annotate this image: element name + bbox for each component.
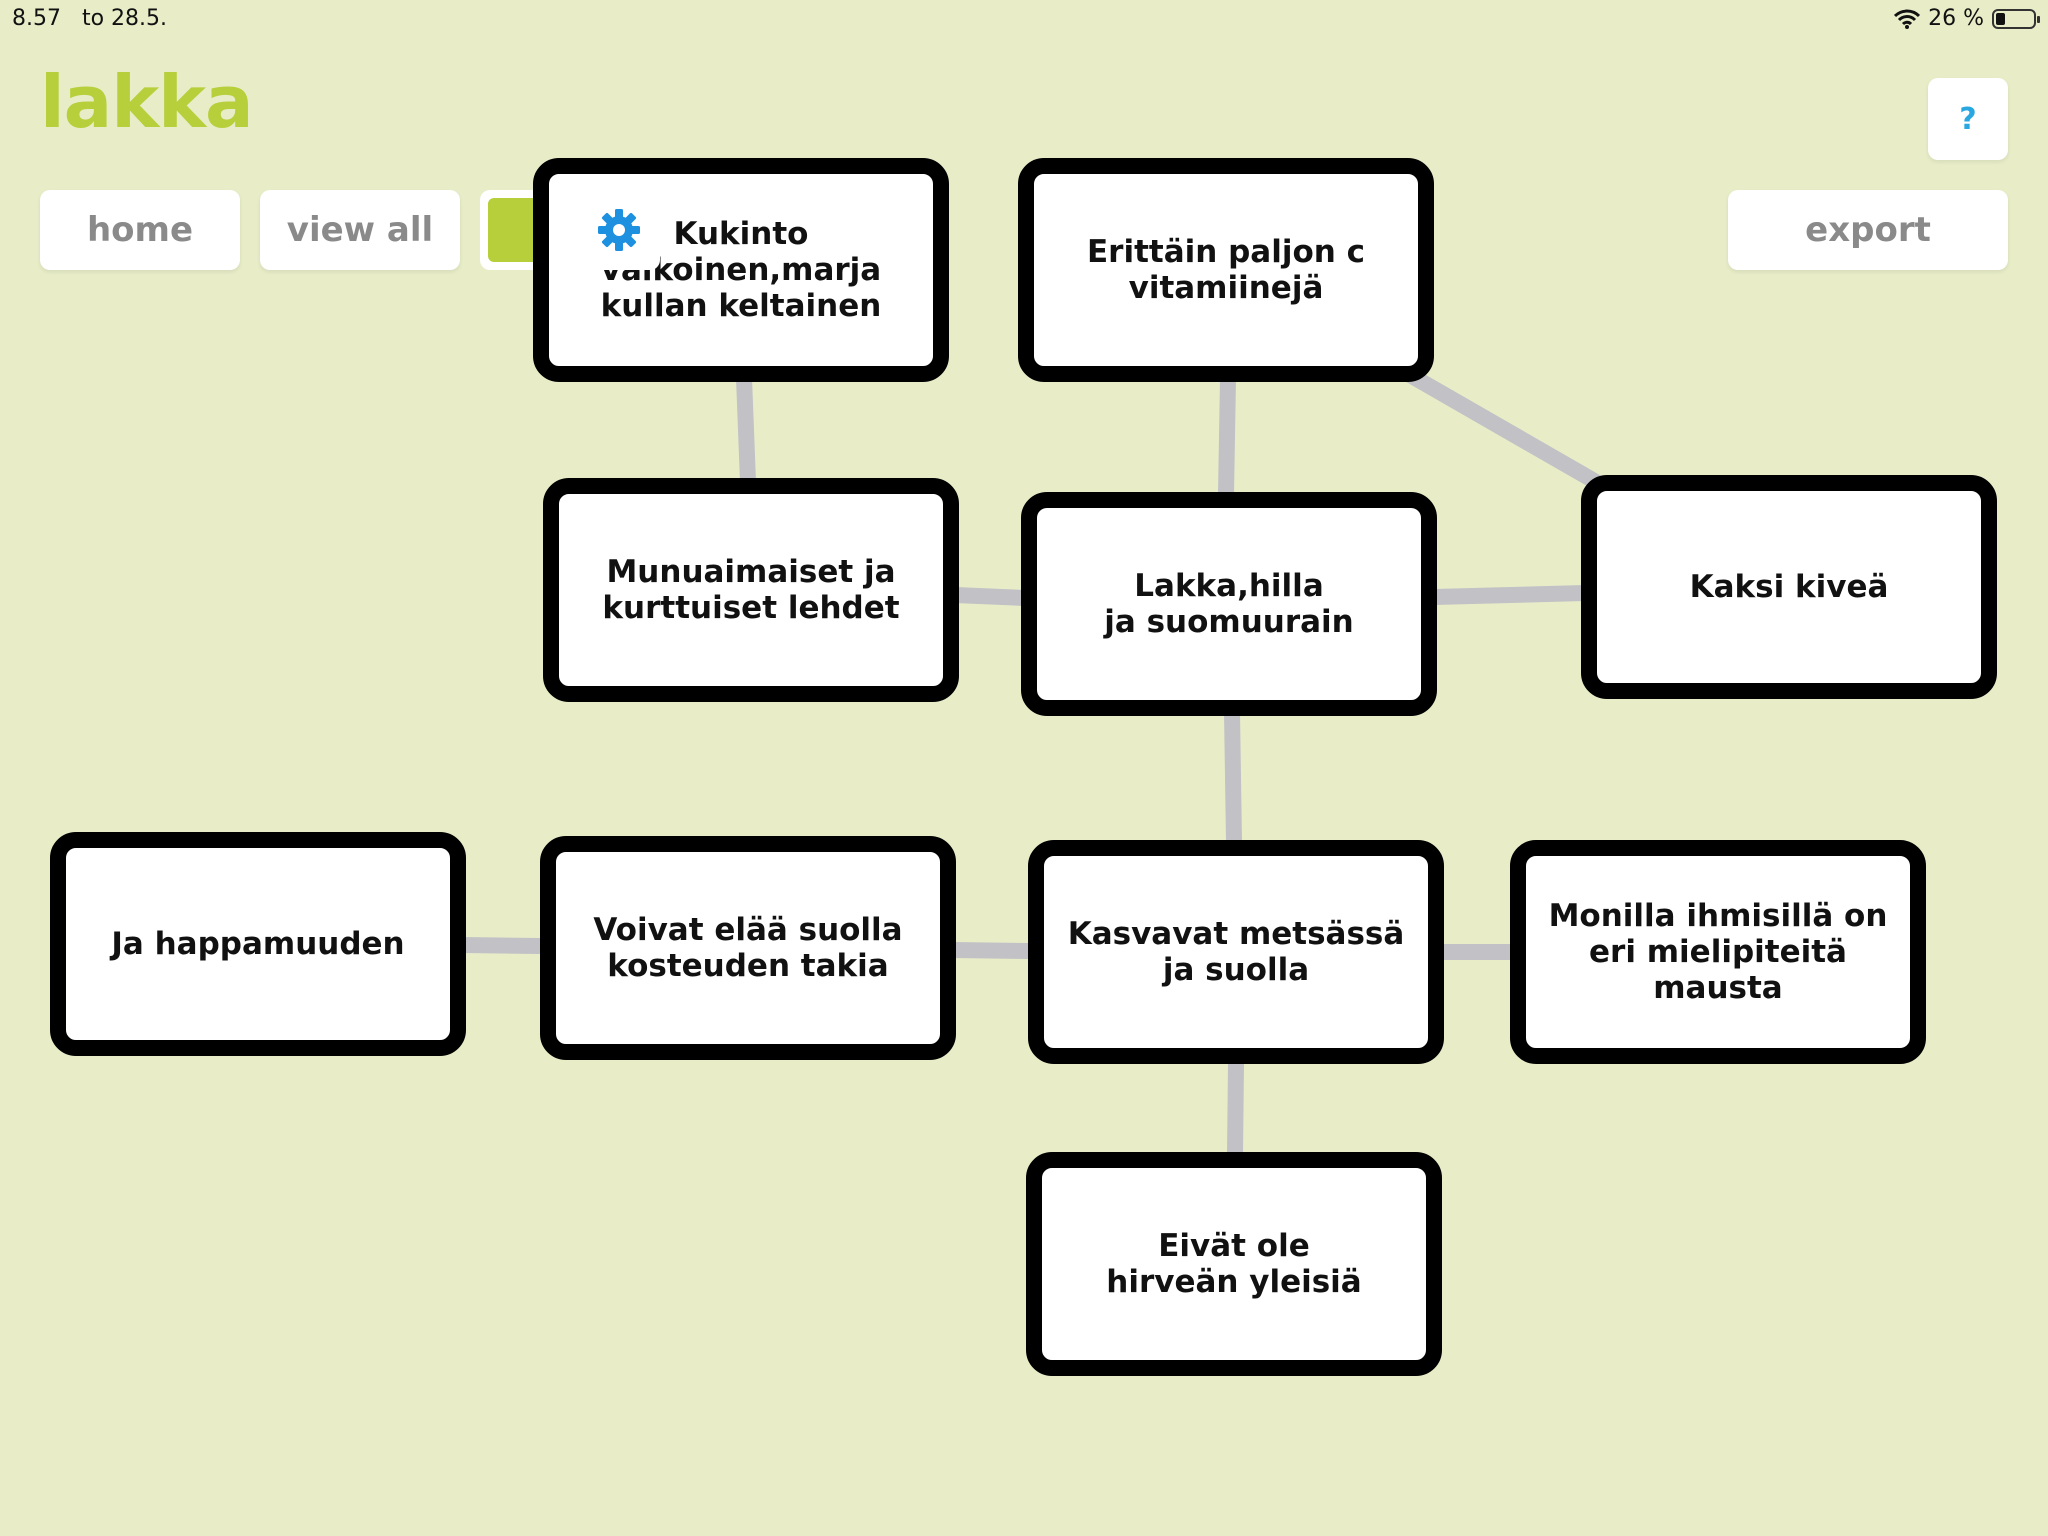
status-bar: 8.57 to 28.5. 26 % [0,0,2048,40]
battery-icon [1992,8,2040,29]
help-button[interactable]: ? [1928,78,2008,160]
mindmap-node-kasvavat[interactable]: Kasvavat metsässä ja suolla [1028,840,1444,1064]
edge-erittain-lakka [1218,377,1236,496]
mindmap-node-kaksi[interactable]: Kaksi kiveä [1581,475,1997,699]
edge-erittain-kaksi [1406,368,1614,497]
home-button[interactable]: home [40,190,240,270]
view-all-button[interactable]: view all [260,190,460,270]
edge-voivat-kasvavat [951,942,1031,959]
edge-lakka-kasvavat [1224,711,1242,843]
settings-button[interactable] [578,190,660,270]
mindmap-node-erittain[interactable]: Erittäin paljon c vitamiinejä [1018,158,1434,382]
edge-happamuuden-voivat [461,937,541,954]
edge-kukinto-munuaimaiset [736,377,756,483]
status-time: 8.57 to 28.5. [12,6,168,31]
mindmap-node-monilla[interactable]: Monilla ihmisillä on eri mielipiteitä ma… [1510,840,1926,1064]
wifi-icon [1894,9,1921,29]
gear-icon [598,209,640,251]
edge-lakka-kaksi [1433,585,1586,605]
battery-percent: 26 % [1928,6,1984,31]
mindmap-node-ja-happamuuden[interactable]: Ja happamuuden [50,832,466,1056]
mindmap-node-lakka-hilla[interactable]: Lakka,hilla ja suomuurain [1021,492,1437,716]
edge-munuaimaiset-lakka [954,587,1026,606]
edge-kasvavat-eivat [1227,1062,1244,1156]
app-logo: lakka [40,60,254,144]
export-button[interactable]: export [1728,190,2008,270]
mindmap-node-munuaimaiset[interactable]: Munuaimaiset ja kurttuiset lehdet [543,478,959,702]
mindmap-node-eivat[interactable]: Eivät ole hirveän yleisiä [1026,1152,1442,1376]
mindmap-node-voivat[interactable]: Voivat elää suolla kosteuden takia [540,836,956,1060]
status-right: 26 % [1894,6,2040,31]
